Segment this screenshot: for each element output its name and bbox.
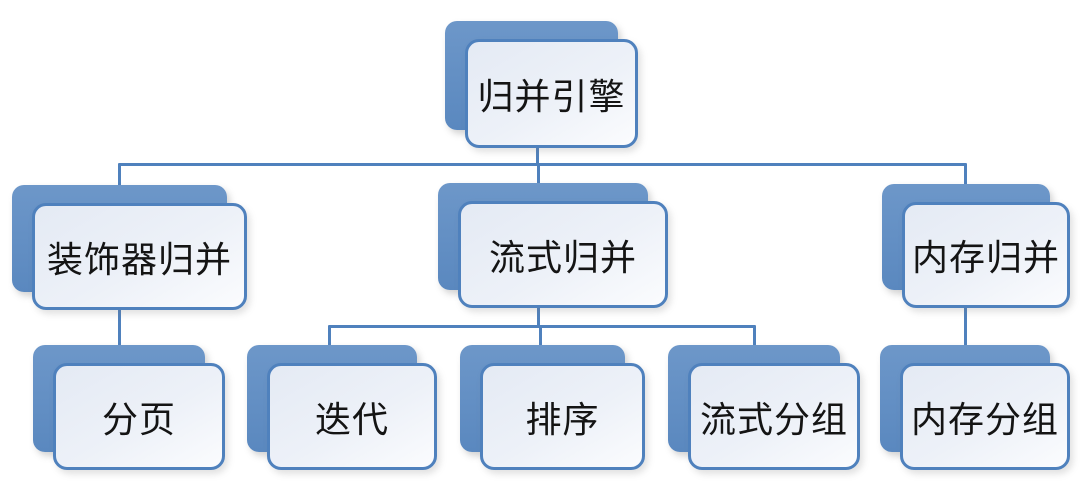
node-memory-grouping: 内存分组 (880, 345, 1070, 470)
node-front-card: 迭代 (267, 363, 437, 470)
node-sort: 排序 (460, 345, 645, 470)
connector-level2-horizontal (328, 325, 756, 328)
connector-level1-horizontal (118, 163, 967, 166)
node-label: 内存分组 (910, 398, 1059, 440)
node-label: 排序 (525, 398, 600, 440)
node-label: 归并引擎 (477, 75, 626, 117)
connector-root-vertical (536, 146, 539, 165)
connector-drop-decorator-merge (118, 163, 121, 187)
node-front-card: 流式分组 (688, 363, 860, 470)
connector-drop-sort (539, 325, 542, 346)
connector-drop-iteration (328, 325, 331, 346)
connector-drop-stream-grouping (753, 325, 756, 346)
node-front-card: 归并引擎 (465, 39, 638, 148)
node-stream-grouping: 流式分组 (668, 345, 860, 470)
node-front-card: 分页 (53, 363, 225, 470)
connector-drop-memory-merge (964, 163, 967, 186)
connector-memory-to-memory-grouping (964, 306, 967, 346)
connector-drop-stream-merge (537, 163, 540, 185)
node-decorator-merge: 装饰器归并 (12, 185, 247, 310)
node-front-card: 装饰器归并 (32, 203, 247, 310)
connector-stream-vertical (537, 306, 540, 327)
node-label: 内存归并 (911, 237, 1060, 278)
node-label: 流式归并 (488, 236, 637, 278)
node-iteration: 迭代 (247, 345, 437, 470)
node-front-card: 内存归并 (902, 202, 1070, 308)
node-label: 流式分组 (699, 398, 848, 440)
node-label: 装饰器归并 (46, 238, 232, 280)
node-memory-merge: 内存归并 (882, 184, 1070, 308)
node-front-card: 流式归并 (458, 201, 668, 308)
connector-decorator-to-pagination (118, 307, 121, 346)
node-front-card: 内存分组 (900, 363, 1070, 470)
node-pagination: 分页 (33, 345, 225, 470)
node-label: 分页 (101, 398, 176, 440)
node-merge-engine: 归并引擎 (445, 21, 638, 148)
node-stream-merge: 流式归并 (438, 183, 668, 308)
node-label: 迭代 (314, 398, 389, 440)
node-front-card: 排序 (480, 363, 645, 470)
